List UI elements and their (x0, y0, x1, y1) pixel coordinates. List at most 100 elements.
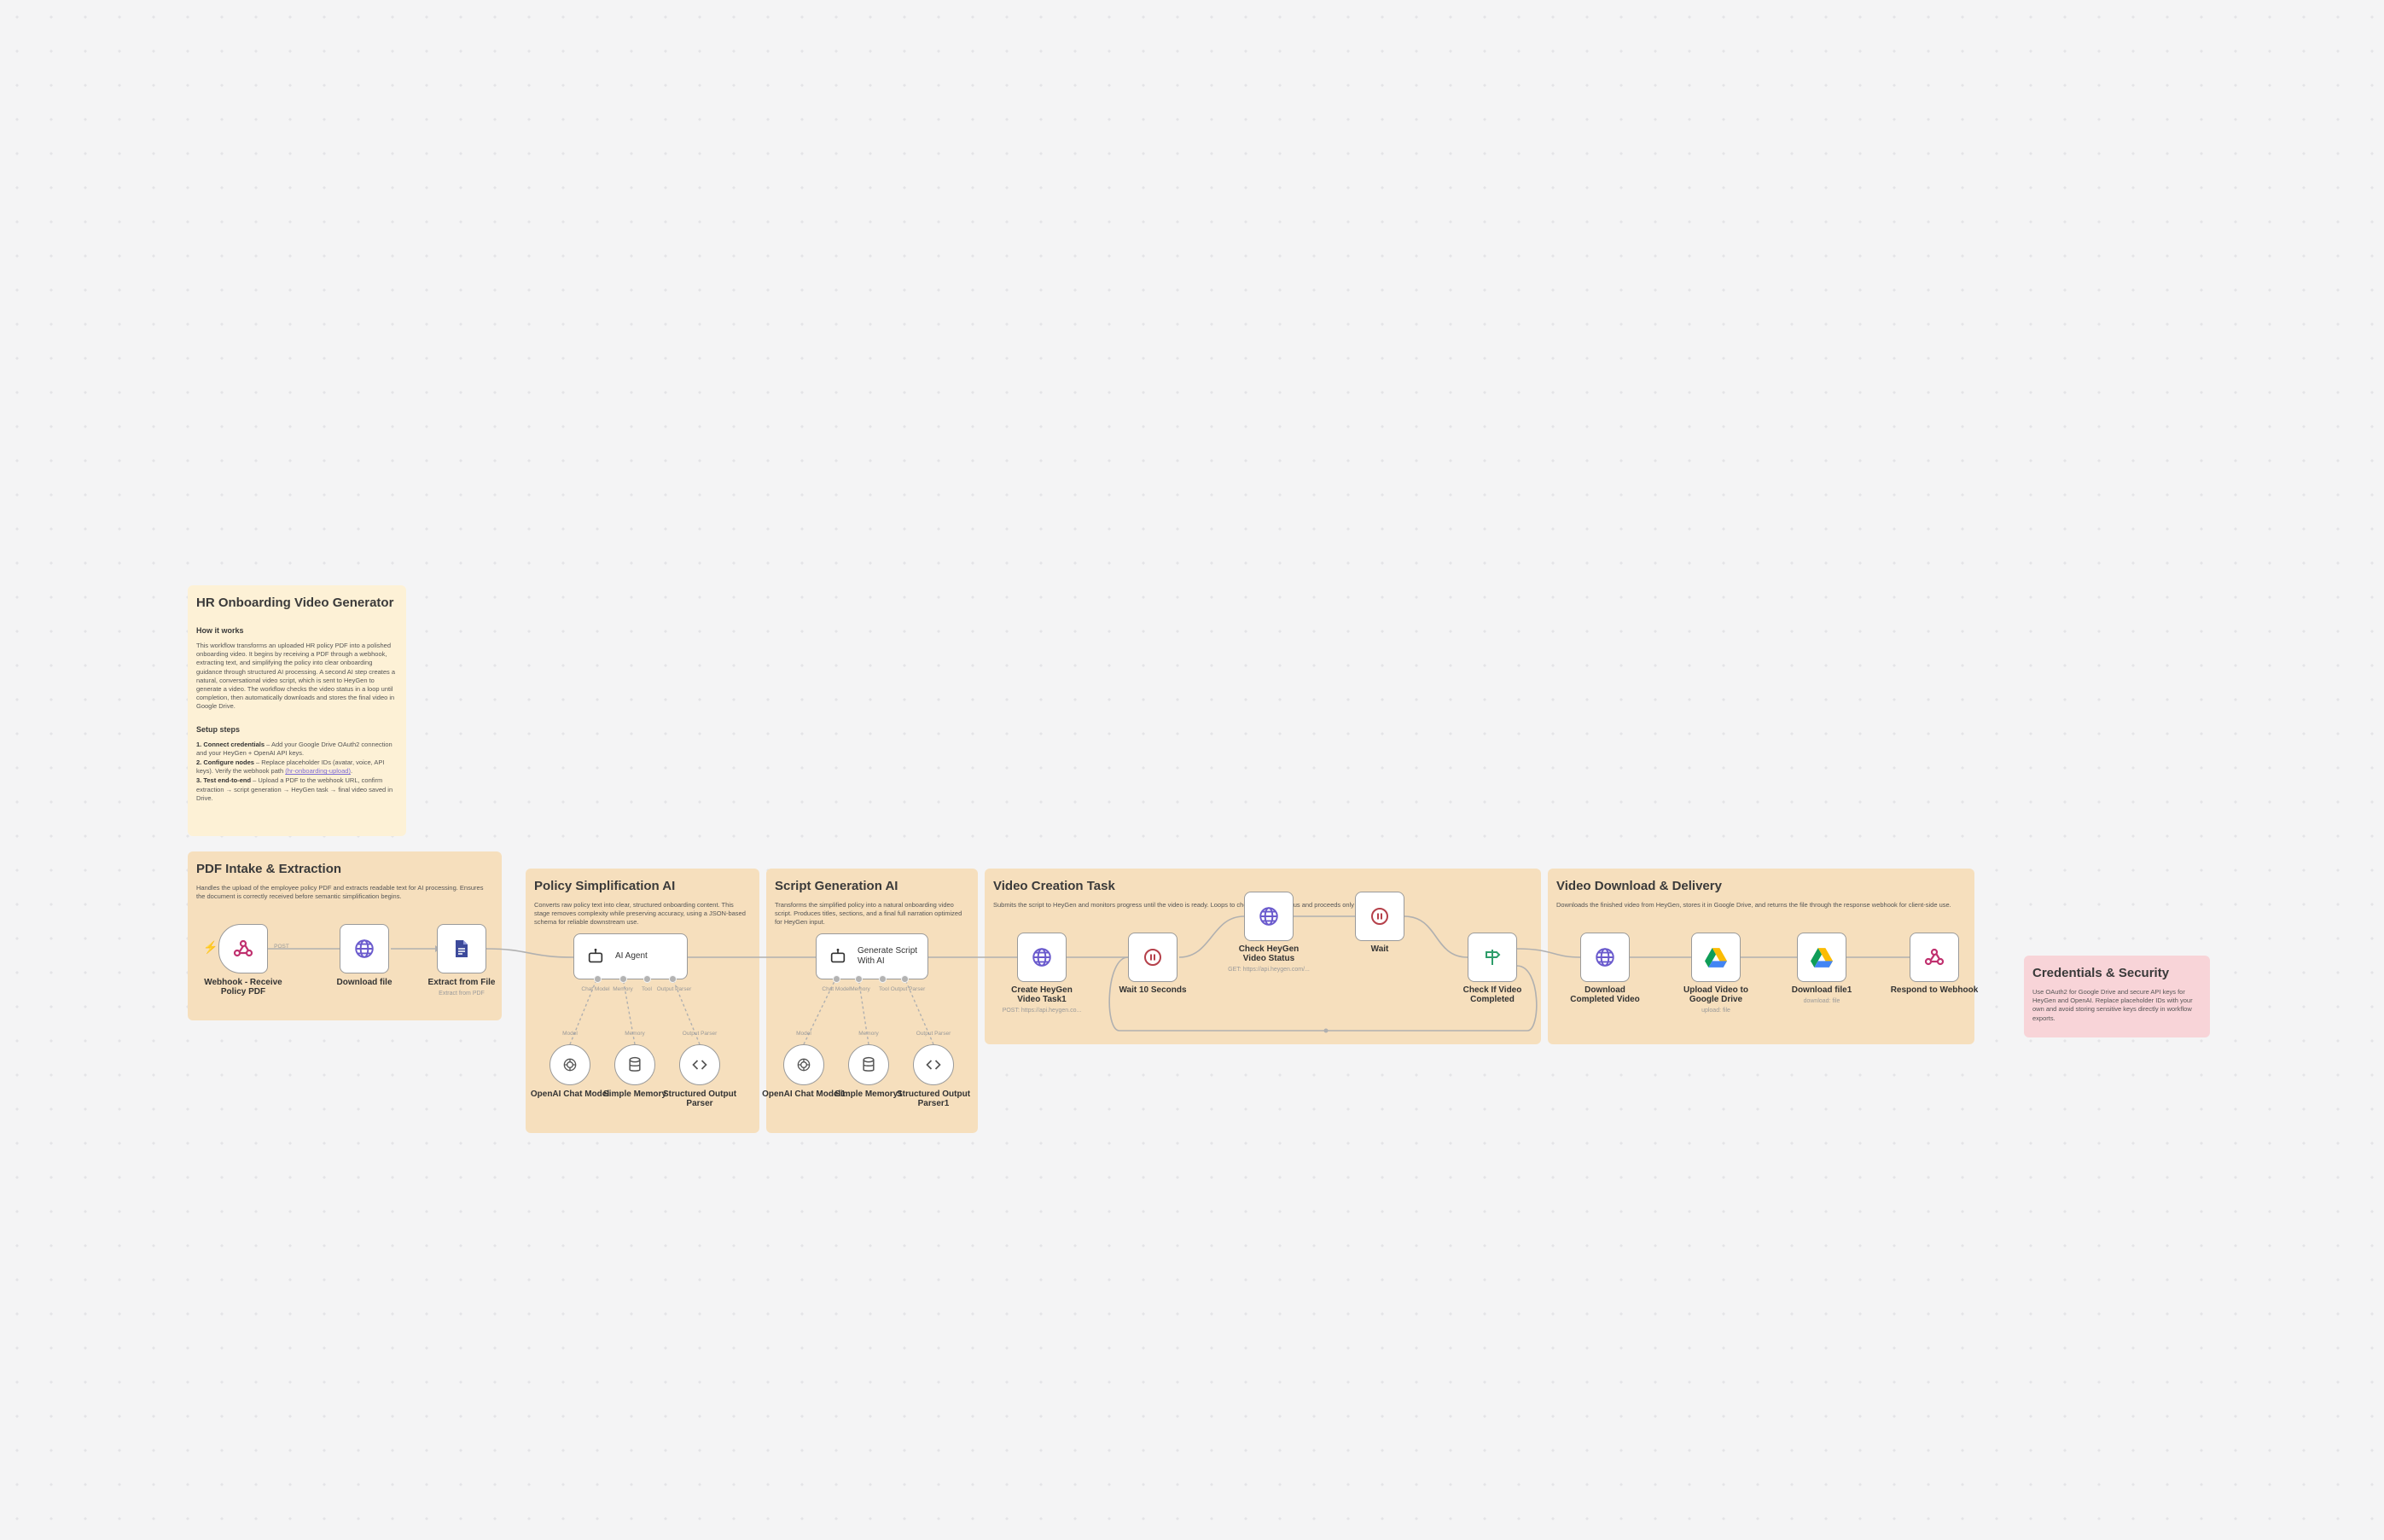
agent-port-parser[interactable] (669, 975, 677, 983)
node-webhook-receive[interactable] (218, 924, 268, 973)
how-it-works-text: This workflow transforms an uploaded HR … (196, 642, 396, 711)
pause-icon (1144, 949, 1161, 966)
node-wait[interactable] (1355, 892, 1404, 941)
sub-label-parser-2: Output Parser (916, 1031, 951, 1037)
file-icon (456, 940, 468, 957)
sublabel-download-file1: download: file (1803, 998, 1840, 1004)
group-policy-title: Policy Simplification AI (534, 879, 676, 893)
node-upload-to-drive[interactable] (1691, 933, 1741, 982)
agent-port-memory[interactable] (619, 975, 627, 983)
script-port-chat-model[interactable] (833, 975, 840, 983)
code-icon (692, 1060, 707, 1070)
generate-script-title: Generate Script With AI (858, 946, 918, 966)
label-webhook-receive: Webhook - Receive Policy PDF (204, 978, 282, 997)
label-openai-chat-model1: OpenAI Chat Model1 (762, 1090, 846, 1099)
node-structured-output-parser1[interactable] (913, 1044, 954, 1085)
label-upload-to-drive: Upload Video to Google Drive (1683, 985, 1748, 1004)
code-icon (926, 1060, 941, 1070)
script-port-label-chat-model: Chat Model (822, 986, 851, 992)
group-video-title: Video Creation Task (993, 879, 1115, 893)
node-download-completed-video[interactable] (1580, 933, 1630, 982)
label-download-file1: Download file1 (1791, 985, 1852, 995)
sublabel-extract-from-file: Extract from PDF (439, 991, 485, 997)
label-simple-memory: Simple Memory (603, 1090, 666, 1099)
group-script-title: Script Generation AI (775, 879, 898, 893)
agent-port-label-chat-model: Chat Model (581, 986, 610, 992)
agent-port-chat-model[interactable] (594, 975, 602, 983)
label-simple-memory1: Simple Memory1 (834, 1090, 903, 1099)
signpost-icon (1486, 950, 1501, 965)
sub-label-model-2: Model (796, 1031, 811, 1037)
setup-step-2-text: – Replace placeholder IDs (avatar, voice… (196, 758, 385, 776)
setup-step-2-end: . (350, 767, 353, 776)
openai-icon (563, 1058, 577, 1072)
globe-icon (355, 939, 374, 958)
label-download-completed-video: Download Completed Video (1570, 985, 1640, 1004)
google-drive-icon (1705, 948, 1727, 968)
group-delivery-desc: Downloads the finished video from HeyGen… (1556, 901, 1951, 909)
label-create-heygen-task: Create HeyGen Video Task1 (1011, 985, 1073, 1004)
setup-step-1-text: – Add your Google Drive OAuth2 connectio… (196, 740, 392, 757)
node-openai-chat-model[interactable] (549, 1044, 590, 1085)
node-simple-memory[interactable] (614, 1044, 655, 1085)
pause-icon (1371, 908, 1388, 925)
script-port-label-tool: Tool (879, 986, 889, 992)
group-policy-simplification[interactable]: Policy Simplification AI Converts raw po… (526, 869, 759, 1133)
label-extract-from-file: Extract from File (427, 978, 496, 987)
database-icon (863, 1056, 875, 1072)
globe-icon (1259, 907, 1278, 926)
node-structured-output-parser[interactable] (679, 1044, 720, 1085)
setup-step-1: 1. Connect credentials – Add your Google… (196, 741, 398, 758)
node-respond-to-webhook[interactable] (1910, 933, 1959, 982)
node-extract-from-file[interactable] (437, 924, 486, 973)
sub-label-memory-2: Memory (858, 1031, 879, 1037)
label-openai-chat-model: OpenAI Chat Model (530, 1090, 610, 1099)
node-check-heygen-status[interactable] (1244, 892, 1294, 941)
label-check-heygen-status: Check HeyGen Video Status (1238, 944, 1300, 963)
setup-step-3: 3. Test end-to-end – Upload a PDF to the… (196, 776, 398, 803)
setup-steps-heading: Setup steps (196, 724, 241, 734)
node-check-if-completed[interactable] (1468, 933, 1517, 982)
setup-step-1-title: 1. Connect credentials (196, 740, 265, 748)
script-port-tool[interactable] (879, 975, 887, 983)
node-download-file[interactable] (340, 924, 389, 973)
sublabel-check-heygen-status: GET: https://api.heygen.com/... (1228, 967, 1310, 973)
node-create-heygen-task[interactable] (1017, 933, 1067, 982)
setup-step-2-title: 2. Configure nodes (196, 758, 254, 767)
robot-icon (588, 948, 603, 963)
globe-icon (1596, 948, 1614, 967)
webhook-path-link[interactable]: (hr-onboarding-upload) (285, 767, 351, 776)
node-download-file1[interactable] (1797, 933, 1846, 982)
sub-label-model-1: Model (562, 1031, 578, 1037)
group-script-generation[interactable]: Script Generation AI Transforms the simp… (766, 869, 978, 1133)
group-pdf-intake-title: PDF Intake & Extraction (196, 862, 342, 876)
label-wait-10-seconds: Wait 10 Seconds (1119, 985, 1187, 995)
group-video-desc: Submits the script to HeyGen and monitor… (993, 901, 1401, 909)
group-delivery-title: Video Download & Delivery (1556, 879, 1722, 893)
group-pdf-intake-desc: Handles the upload of the employee polic… (196, 884, 484, 901)
google-drive-icon (1811, 948, 1833, 968)
node-ai-agent[interactable]: AI Agent (573, 933, 688, 979)
webhook-icon (1924, 948, 1945, 966)
node-wait-10-seconds[interactable] (1128, 933, 1177, 982)
agent-port-label-parser: Output Parser (656, 986, 692, 992)
group-policy-desc: Converts raw policy text into clear, str… (534, 901, 746, 927)
script-port-label-parser: Output Parser (890, 986, 926, 992)
how-it-works-heading: How it works (196, 626, 244, 635)
credentials-security-note[interactable]: Credentials & Security Use OAuth2 for Go… (2024, 956, 2210, 1037)
node-generate-script[interactable]: Generate Script With AI (816, 933, 928, 979)
node-openai-chat-model1[interactable] (783, 1044, 824, 1085)
label-structured-output-parser: Structured Output Parser (662, 1090, 737, 1108)
webhook-icon (233, 939, 253, 957)
database-icon (629, 1056, 641, 1072)
label-check-if-completed: Check If Video Completed (1462, 985, 1522, 1004)
label-respond-to-webhook: Respond to Webhook (1890, 985, 1979, 995)
node-simple-memory1[interactable] (848, 1044, 889, 1085)
script-port-memory[interactable] (855, 975, 863, 983)
globe-icon (1032, 948, 1051, 967)
intro-sticky-note[interactable]: HR Onboarding Video Generator How it wor… (188, 585, 406, 836)
script-port-parser[interactable] (901, 975, 909, 983)
agent-port-tool[interactable] (643, 975, 651, 983)
label-structured-output-parser1: Structured Output Parser1 (896, 1090, 971, 1108)
security-desc: Use OAuth2 for Google Drive and secure A… (2032, 988, 2193, 1022)
